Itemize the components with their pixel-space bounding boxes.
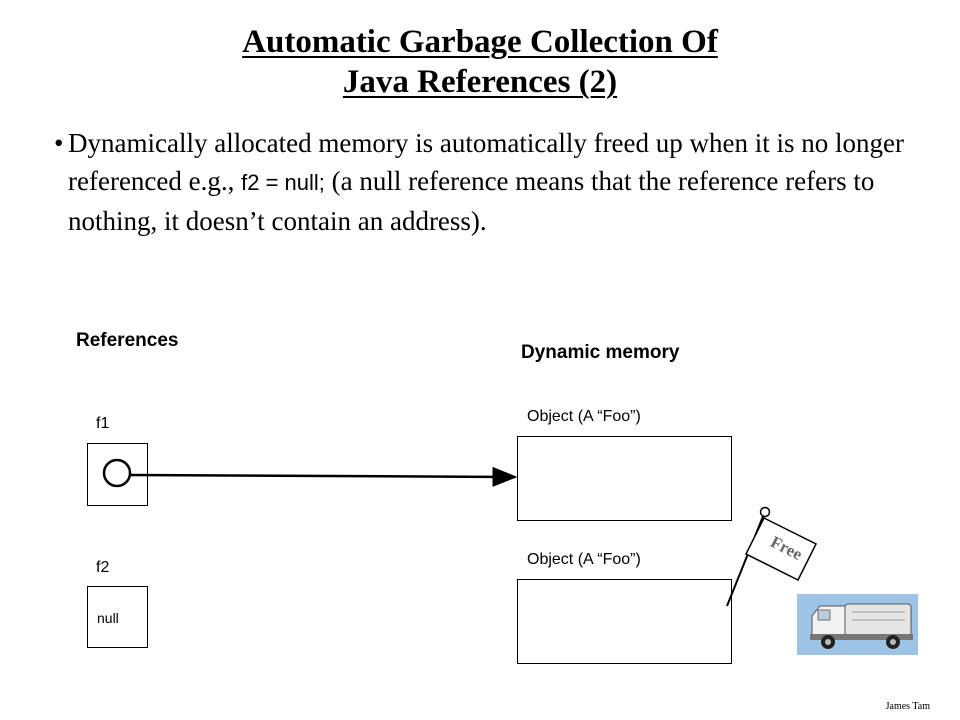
f1-pointer-arrow xyxy=(102,458,518,488)
reference-dot-icon xyxy=(102,458,132,488)
title-line-1: Automatic Garbage Collection Of xyxy=(242,24,718,60)
object-1-label: Object (A “Foo”) xyxy=(527,408,641,425)
body-text-1: Dynamically allocated memory is automati… xyxy=(68,128,904,196)
object-1-box xyxy=(517,436,732,521)
body-paragraph: • Dynamically allocated memory is automa… xyxy=(54,124,914,240)
dynamic-memory-heading: Dynamic memory xyxy=(521,342,680,363)
free-flag-icon: Free xyxy=(726,506,818,607)
f2-label: f2 xyxy=(96,559,110,576)
code-snippet: f2 = null; xyxy=(241,170,325,195)
object-2-label: Object (A “Foo”) xyxy=(527,551,641,568)
bullet: • xyxy=(54,128,64,158)
f1-label: f1 xyxy=(96,415,110,432)
f2-reference-box: null xyxy=(87,586,148,648)
garbage-truck-icon xyxy=(797,594,918,655)
footer-author: James Tam xyxy=(885,701,930,712)
references-heading: References xyxy=(76,330,179,351)
f2-null-value: null xyxy=(97,610,119,626)
title-line-2: Java References (2) xyxy=(342,64,618,100)
body-text-2: (a null reference means that the referen… xyxy=(68,166,875,236)
object-2-box xyxy=(517,579,732,664)
